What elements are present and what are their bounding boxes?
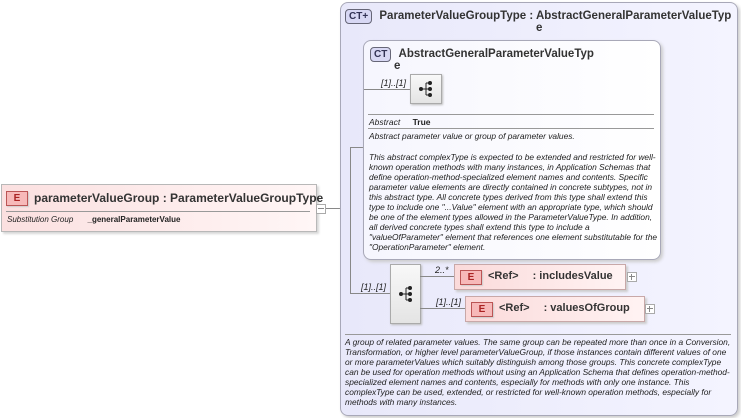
element-name: : valuesOfGroup bbox=[543, 302, 630, 314]
substitution-group-row: Substitution Group _generalParameterValu… bbox=[7, 215, 180, 224]
element-badge-icon: E bbox=[471, 302, 493, 317]
element-name: parameterValueGroup : ParameterValueGrou… bbox=[34, 191, 324, 205]
ref-label: <Ref> bbox=[488, 270, 519, 282]
multiplicity-label: [1]..[1] bbox=[381, 78, 407, 88]
connector-line bbox=[364, 89, 410, 90]
divider bbox=[345, 334, 731, 335]
inner-type-name-wrap: e bbox=[394, 60, 401, 72]
sequence-icon bbox=[419, 81, 432, 97]
outer-type-name: ParameterValueGroupType : AbstractGenera… bbox=[379, 10, 732, 22]
divider bbox=[368, 114, 654, 115]
documentation: A group of related parameter values. The… bbox=[345, 337, 731, 407]
element-badge-icon: E bbox=[6, 191, 28, 207]
child-element-valuesOfGroup[interactable]: E <Ref> : valuesOfGroup bbox=[465, 296, 645, 322]
abstract-property-row: Abstract True bbox=[369, 117, 431, 127]
divider bbox=[6, 211, 310, 212]
collapse-toggle-icon[interactable] bbox=[316, 204, 326, 214]
element-name: : includesValue bbox=[532, 270, 613, 282]
property-label: Substitution Group bbox=[7, 215, 74, 224]
complex-type-AbstractGeneralParameterValueType: CT AbstractGeneralParameterValueTyp e [1… bbox=[363, 40, 661, 260]
inner-type-name: AbstractGeneralParameterValueTyp bbox=[398, 48, 594, 60]
connector-line bbox=[326, 208, 340, 209]
connector-line bbox=[350, 147, 364, 148]
complex-type-ParameterValueGroupType: CT+ ParameterValueGroupType : AbstractGe… bbox=[340, 2, 738, 416]
property-label: Abstract bbox=[369, 117, 401, 127]
connector-line bbox=[350, 147, 351, 293]
sequence-icon bbox=[399, 286, 412, 302]
child-element-includesValue[interactable]: E <Ref> : includesValue bbox=[454, 264, 626, 290]
sequence-compositor[interactable] bbox=[410, 74, 442, 104]
property-value: True bbox=[412, 117, 431, 127]
divider bbox=[368, 128, 654, 129]
complex-type-extension-icon: CT+ bbox=[345, 9, 373, 24]
property-value: _generalParameterValue bbox=[87, 215, 181, 224]
multiplicity-label: [1]..[1] bbox=[361, 282, 387, 292]
multiplicity-label: 2..* bbox=[435, 265, 449, 275]
connector-line bbox=[350, 293, 390, 294]
ref-label: <Ref> bbox=[499, 302, 530, 314]
expand-toggle-icon[interactable] bbox=[645, 304, 655, 314]
connector-line bbox=[420, 276, 454, 277]
multiplicity-label: [1]..[1] bbox=[436, 297, 462, 307]
documentation-body: This abstract complexType is expected to… bbox=[369, 152, 658, 252]
documentation-summary: Abstract parameter value or group of par… bbox=[369, 131, 575, 141]
outer-type-name-wrap: e bbox=[536, 22, 543, 34]
connector-line bbox=[420, 308, 465, 309]
outer-type-title: CT+ ParameterValueGroupType : AbstractGe… bbox=[345, 9, 731, 24]
element-badge-icon: E bbox=[460, 270, 482, 285]
inner-type-title: CT AbstractGeneralParameterValueTyp bbox=[370, 47, 594, 62]
sequence-compositor[interactable] bbox=[390, 264, 421, 324]
expand-toggle-icon[interactable] bbox=[627, 272, 637, 282]
complex-type-icon: CT bbox=[370, 47, 392, 62]
